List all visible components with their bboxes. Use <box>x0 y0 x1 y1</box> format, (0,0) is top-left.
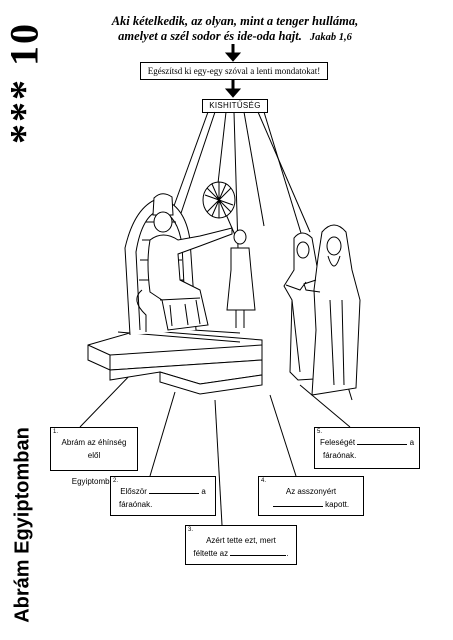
question-box-1: 1. Abrám az éhínség elől Egyiptomba. <box>50 427 138 486</box>
question-text: Azért tette ezt, mert <box>206 536 276 545</box>
keyword-box: KISHITŰSÉG <box>202 99 268 113</box>
question-number: 2. <box>113 478 119 484</box>
abram-figure <box>303 224 361 396</box>
question-box-4: 4. Az asszonyért kapott. <box>258 476 364 516</box>
question-text: a <box>409 438 415 447</box>
question-text: Abrám az éhínség elől <box>61 438 127 460</box>
arrow-down-icon <box>224 44 242 62</box>
bible-verse: Aki kételkedik, az olyan, mint a tenger … <box>68 14 402 45</box>
question-text: kapott. <box>325 500 350 509</box>
question-number: 5. <box>317 429 323 435</box>
question-text: fáraónak. <box>119 500 153 509</box>
pharaoh-figure <box>147 193 233 331</box>
answer-line[interactable] <box>272 498 323 507</box>
verse-reference: Jakab 1,6 <box>309 32 352 43</box>
question-number: 1. <box>53 429 59 435</box>
answer-line[interactable] <box>149 485 200 494</box>
servant-figure <box>226 229 256 328</box>
arrow-down-icon <box>224 80 242 98</box>
question-text: féltette az <box>193 549 229 558</box>
question-text: a <box>201 487 206 496</box>
verse-line-2-text: amelyet a szél sodor és ide-oda hajt. <box>118 29 302 43</box>
answer-line[interactable] <box>357 436 408 445</box>
verse-line-2: amelyet a szél sodor és ide-oda hajt. Jak… <box>68 29 402 45</box>
answer-line[interactable] <box>230 547 287 556</box>
answer-line[interactable] <box>55 462 133 475</box>
throne-platform <box>87 325 263 395</box>
question-text: Egyiptomba. <box>71 477 117 486</box>
question-text: Feleségét <box>319 438 356 447</box>
verse-line-1: Aki kételkedik, az olyan, mint a tenger … <box>111 14 359 28</box>
question-text: Először <box>120 487 147 496</box>
question-box-3: 3. Azért tette ezt, mert féltette az . <box>185 525 297 565</box>
question-text: fáraónak. <box>323 451 357 460</box>
question-number: 4. <box>261 478 267 484</box>
question-number: 3. <box>188 527 194 533</box>
instruction-box: Egészítsd ki egy-egy szóval a lenti mond… <box>140 62 328 80</box>
question-box-5: 5. Feleségét a fáraónak. <box>314 427 420 469</box>
question-box-2: 2. Először a fáraónak. <box>110 476 216 516</box>
question-text: Az asszonyért <box>285 487 337 496</box>
question-text: . <box>286 549 289 558</box>
